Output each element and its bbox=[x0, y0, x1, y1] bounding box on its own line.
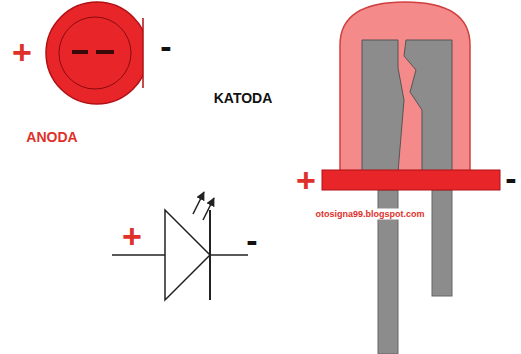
watermark: otosigna99.blogspot.com bbox=[313, 209, 426, 220]
led-symbol bbox=[112, 192, 248, 300]
lead-mark bbox=[72, 50, 88, 54]
plus-sign: + bbox=[296, 163, 316, 197]
anode-label: ANODA bbox=[26, 130, 77, 144]
lead-mark bbox=[96, 50, 114, 54]
led-side-view bbox=[322, 2, 500, 354]
minus-sign: - bbox=[246, 223, 257, 257]
cathode-label: KATODA bbox=[214, 91, 273, 105]
minus-sign: - bbox=[160, 29, 171, 63]
led-top-view bbox=[46, 2, 148, 104]
plus-sign: + bbox=[12, 35, 32, 69]
plus-sign: + bbox=[122, 219, 142, 253]
minus-sign: - bbox=[505, 161, 516, 195]
